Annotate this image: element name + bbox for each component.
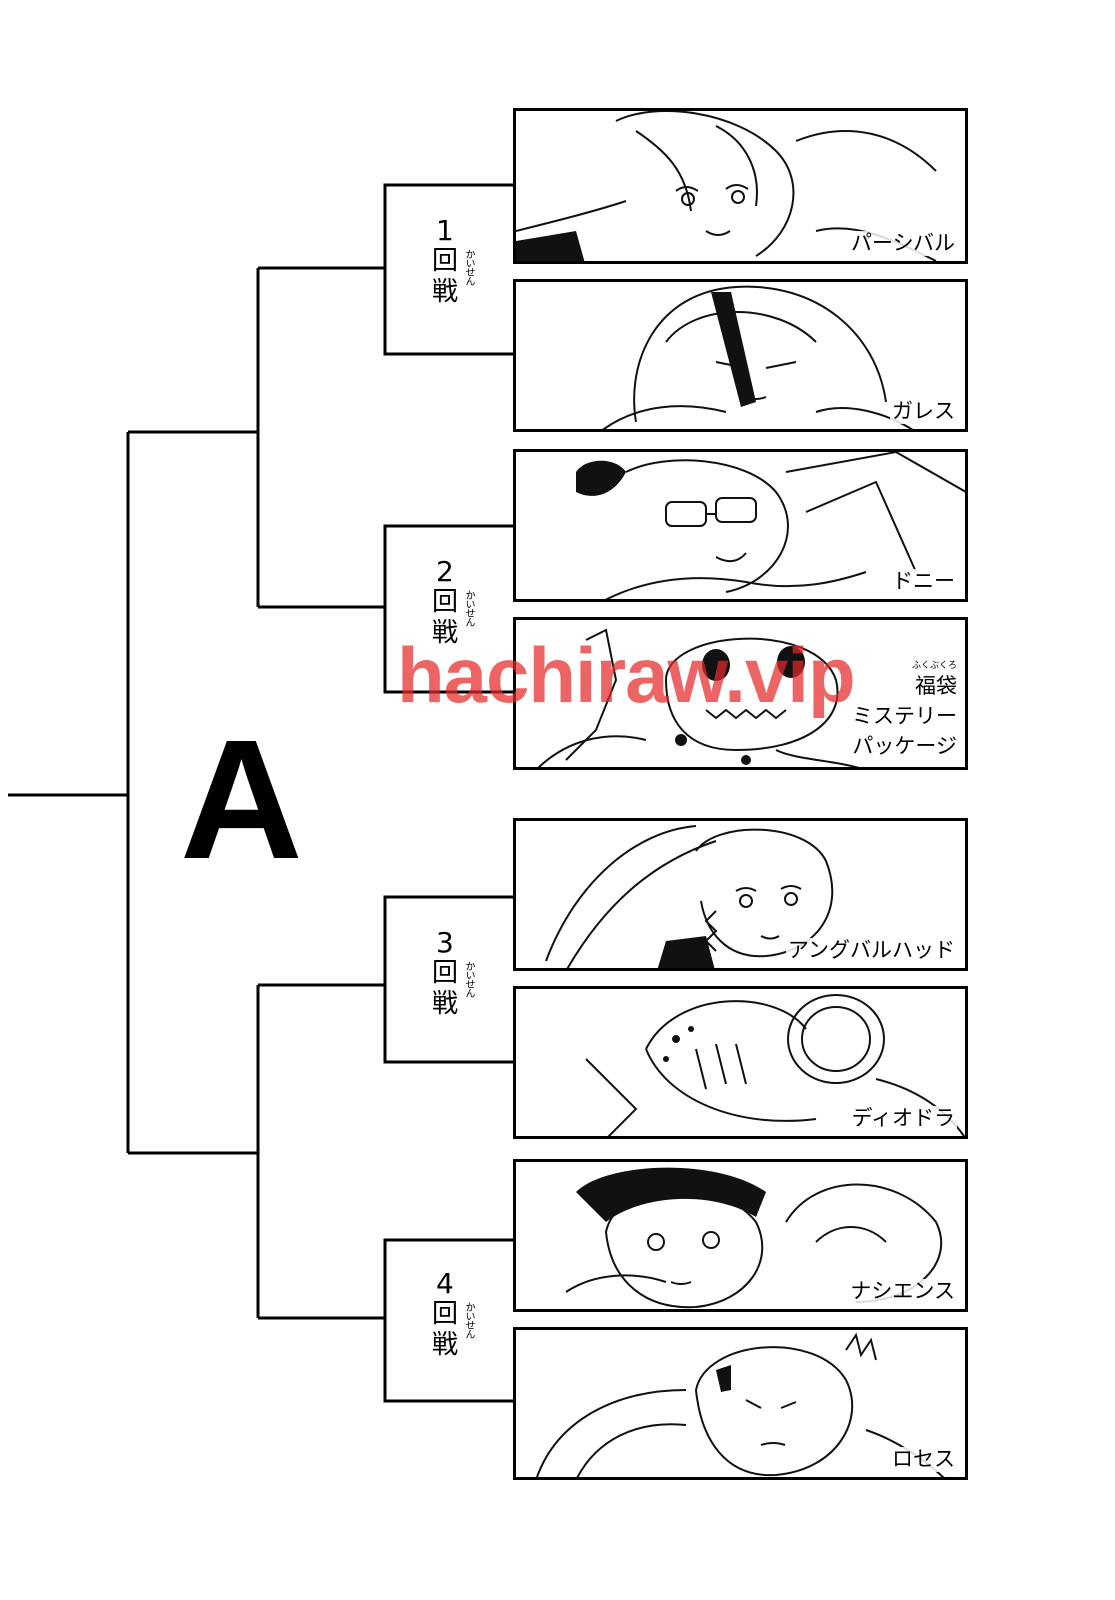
- fighter-name-ruby: ふくぶくろ: [852, 661, 957, 671]
- round-ruby: かいせん: [463, 1302, 474, 1338]
- round-4-label: 4 回 戦かいせん: [432, 1269, 512, 1361]
- fighter-panel-1: パーシバル: [513, 108, 968, 264]
- fighter-panel-5: アングバルハッド: [513, 818, 968, 971]
- round-kanji: 回: [432, 1299, 458, 1329]
- fighter-panel-2: ガレス: [513, 279, 968, 432]
- fighter-name-line: ミステリー: [852, 701, 957, 731]
- fighter-name-line: 福袋: [852, 671, 957, 701]
- round-ruby: かいせん: [463, 249, 474, 285]
- round-1-label: 1 回 戦かいせん: [432, 216, 512, 308]
- fighter-name: アングバルハッド: [786, 938, 957, 963]
- round-number: 2: [432, 557, 512, 587]
- fighter-panel-6: ディオドラ: [513, 986, 968, 1139]
- round-kanji: 回: [432, 587, 458, 617]
- fighter-panel-3: ドニー: [513, 449, 968, 602]
- round-number: 4: [432, 1269, 512, 1299]
- round-kanji: 回: [432, 246, 458, 276]
- fighter-name-block: ふくぶくろ 福袋 ミステリー パッケージ: [852, 661, 957, 761]
- round-kanji: 戦: [432, 1330, 458, 1360]
- round-number: 3: [432, 928, 512, 958]
- round-ruby: かいせん: [463, 590, 474, 626]
- round-kanji: 戦: [432, 277, 458, 307]
- fighter-name: ディオドラ: [849, 1106, 957, 1131]
- fighter-panel-7: ナシエンス: [513, 1159, 968, 1312]
- round-kanji: 戦: [432, 989, 458, 1019]
- group-letter: A: [180, 715, 303, 885]
- fighter-name-line: パッケージ: [852, 731, 957, 761]
- watermark: hachiraw.vip: [397, 636, 855, 714]
- round-number: 1: [432, 216, 512, 246]
- round-3-label: 3 回 戦かいせん: [432, 928, 512, 1020]
- round-ruby: かいせん: [463, 961, 474, 997]
- round-kanji: 回: [432, 958, 458, 988]
- fighter-name: ガレス: [890, 399, 957, 424]
- fighter-name: ロセス: [890, 1447, 957, 1472]
- fighter-name: ドニー: [890, 569, 957, 594]
- fighter-panel-8: ロセス: [513, 1327, 968, 1480]
- fighter-name: ナシエンス: [848, 1279, 957, 1304]
- fighter-name: パーシバル: [849, 231, 957, 256]
